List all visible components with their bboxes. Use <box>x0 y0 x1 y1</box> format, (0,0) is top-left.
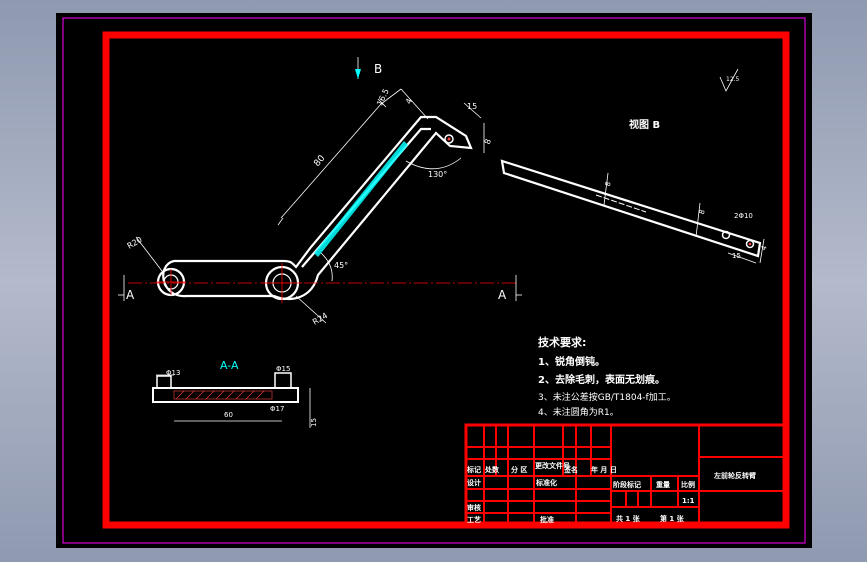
svg-text:16.5: 16.5 <box>375 87 391 107</box>
section-marker-right: A <box>498 275 522 302</box>
svg-text:第 1 张: 第 1 张 <box>660 514 685 523</box>
svg-text:处数: 处数 <box>484 465 500 474</box>
svg-text:R20: R20 <box>126 235 144 251</box>
svg-text:A: A <box>498 288 507 302</box>
drawing-frame <box>102 31 790 529</box>
title-block: 标记 处数 分 区 更改文件号 签名 年 月 日 设计 标准化 审核 工艺 批准… <box>464 423 788 527</box>
svg-text:更改文件号: 更改文件号 <box>535 461 570 470</box>
svg-text:重量: 重量 <box>656 480 670 489</box>
svg-text:设计: 设计 <box>467 478 481 487</box>
svg-text:130°: 130° <box>428 170 447 179</box>
part-name: 左前轮反转臂 <box>713 471 756 480</box>
technical-requirements: 技术要求: 1、锐角倒钝。 2、去除毛刺，表面无划痕。 3、未注公差按GB/T1… <box>538 335 676 418</box>
svg-text:R24: R24 <box>311 311 329 327</box>
svg-text:8: 8 <box>698 209 707 216</box>
svg-text:12.5: 12.5 <box>726 76 740 83</box>
svg-text:批准: 批准 <box>540 515 554 524</box>
view-b-arrow: B <box>355 57 382 79</box>
svg-text:Φ17: Φ17 <box>270 405 284 413</box>
svg-text:Φ13: Φ13 <box>166 369 180 377</box>
svg-text:2、去除毛刺，表面无划痕。: 2、去除毛刺，表面无划痕。 <box>538 373 665 386</box>
svg-text:80: 80 <box>312 153 327 168</box>
svg-text:3、未注公差按GB/T1804-f加工。: 3、未注公差按GB/T1804-f加工。 <box>538 391 676 403</box>
roughness-symbol: 12.5 <box>719 68 740 92</box>
sheet-border <box>62 17 806 544</box>
svg-text:8: 8 <box>483 138 493 146</box>
view-b-title: 视图 B <box>629 118 660 131</box>
section-marker-left: A <box>118 275 135 302</box>
svg-text:1:1: 1:1 <box>682 497 695 505</box>
svg-text:比例: 比例 <box>681 480 695 489</box>
svg-text:15: 15 <box>732 252 741 260</box>
svg-text:1、锐角倒钝。: 1、锐角倒钝。 <box>538 355 605 368</box>
svg-text:技术要求:: 技术要求: <box>538 335 586 349</box>
svg-text:4: 4 <box>404 97 414 105</box>
svg-text:60: 60 <box>224 411 233 419</box>
svg-text:年 月 日: 年 月 日 <box>591 465 617 474</box>
svg-text:15: 15 <box>467 102 477 111</box>
svg-text:签名: 签名 <box>563 465 578 474</box>
svg-text:标记: 标记 <box>466 465 481 474</box>
svg-text:工艺: 工艺 <box>467 515 481 524</box>
svg-text:审核: 审核 <box>467 503 481 512</box>
svg-text:标准化: 标准化 <box>535 478 557 487</box>
section-title: A-A <box>220 359 239 372</box>
svg-text:45°: 45° <box>334 261 348 270</box>
svg-text:8: 8 <box>604 181 613 188</box>
section-aa-view: Φ13 Φ15 Φ17 60 15 <box>152 365 318 428</box>
main-view-arm <box>156 115 473 303</box>
svg-text:4: 4 <box>760 244 769 251</box>
drawing-svg: A A B 80 16.5 4 15 8 130° R20 45° R24 视图… <box>62 17 806 544</box>
view-b-part: 8 8 2Φ10 15 4 <box>500 159 769 264</box>
svg-text:分 区: 分 区 <box>511 465 527 474</box>
svg-text:4、未注圆角为R1。: 4、未注圆角为R1。 <box>538 406 619 418</box>
svg-text:15: 15 <box>310 418 318 427</box>
svg-text:共 1 张: 共 1 张 <box>616 514 641 523</box>
svg-text:2Φ10: 2Φ10 <box>734 212 753 220</box>
svg-text:A: A <box>126 288 135 302</box>
svg-text:Φ15: Φ15 <box>276 365 290 373</box>
svg-text:阶段标记: 阶段标记 <box>613 480 641 489</box>
svg-text:B: B <box>374 62 382 76</box>
drawing-canvas[interactable]: A A B 80 16.5 4 15 8 130° R20 45° R24 视图… <box>56 13 812 548</box>
